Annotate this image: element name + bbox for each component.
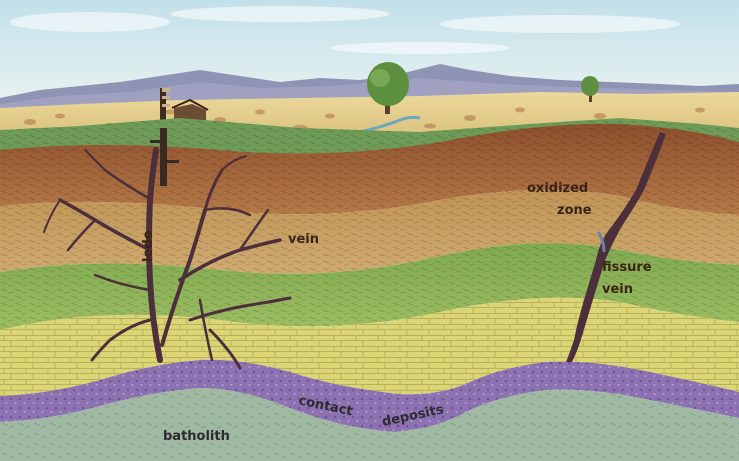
label-batholith: batholith xyxy=(163,429,230,444)
label-fissure: fissure xyxy=(602,260,652,275)
label-lode: lode xyxy=(141,230,156,262)
label-vein: vein xyxy=(288,232,319,247)
label-zone: zone xyxy=(557,203,592,218)
label-fissure-vein: vein xyxy=(602,282,633,297)
label-oxidized: oxidized xyxy=(527,181,588,196)
